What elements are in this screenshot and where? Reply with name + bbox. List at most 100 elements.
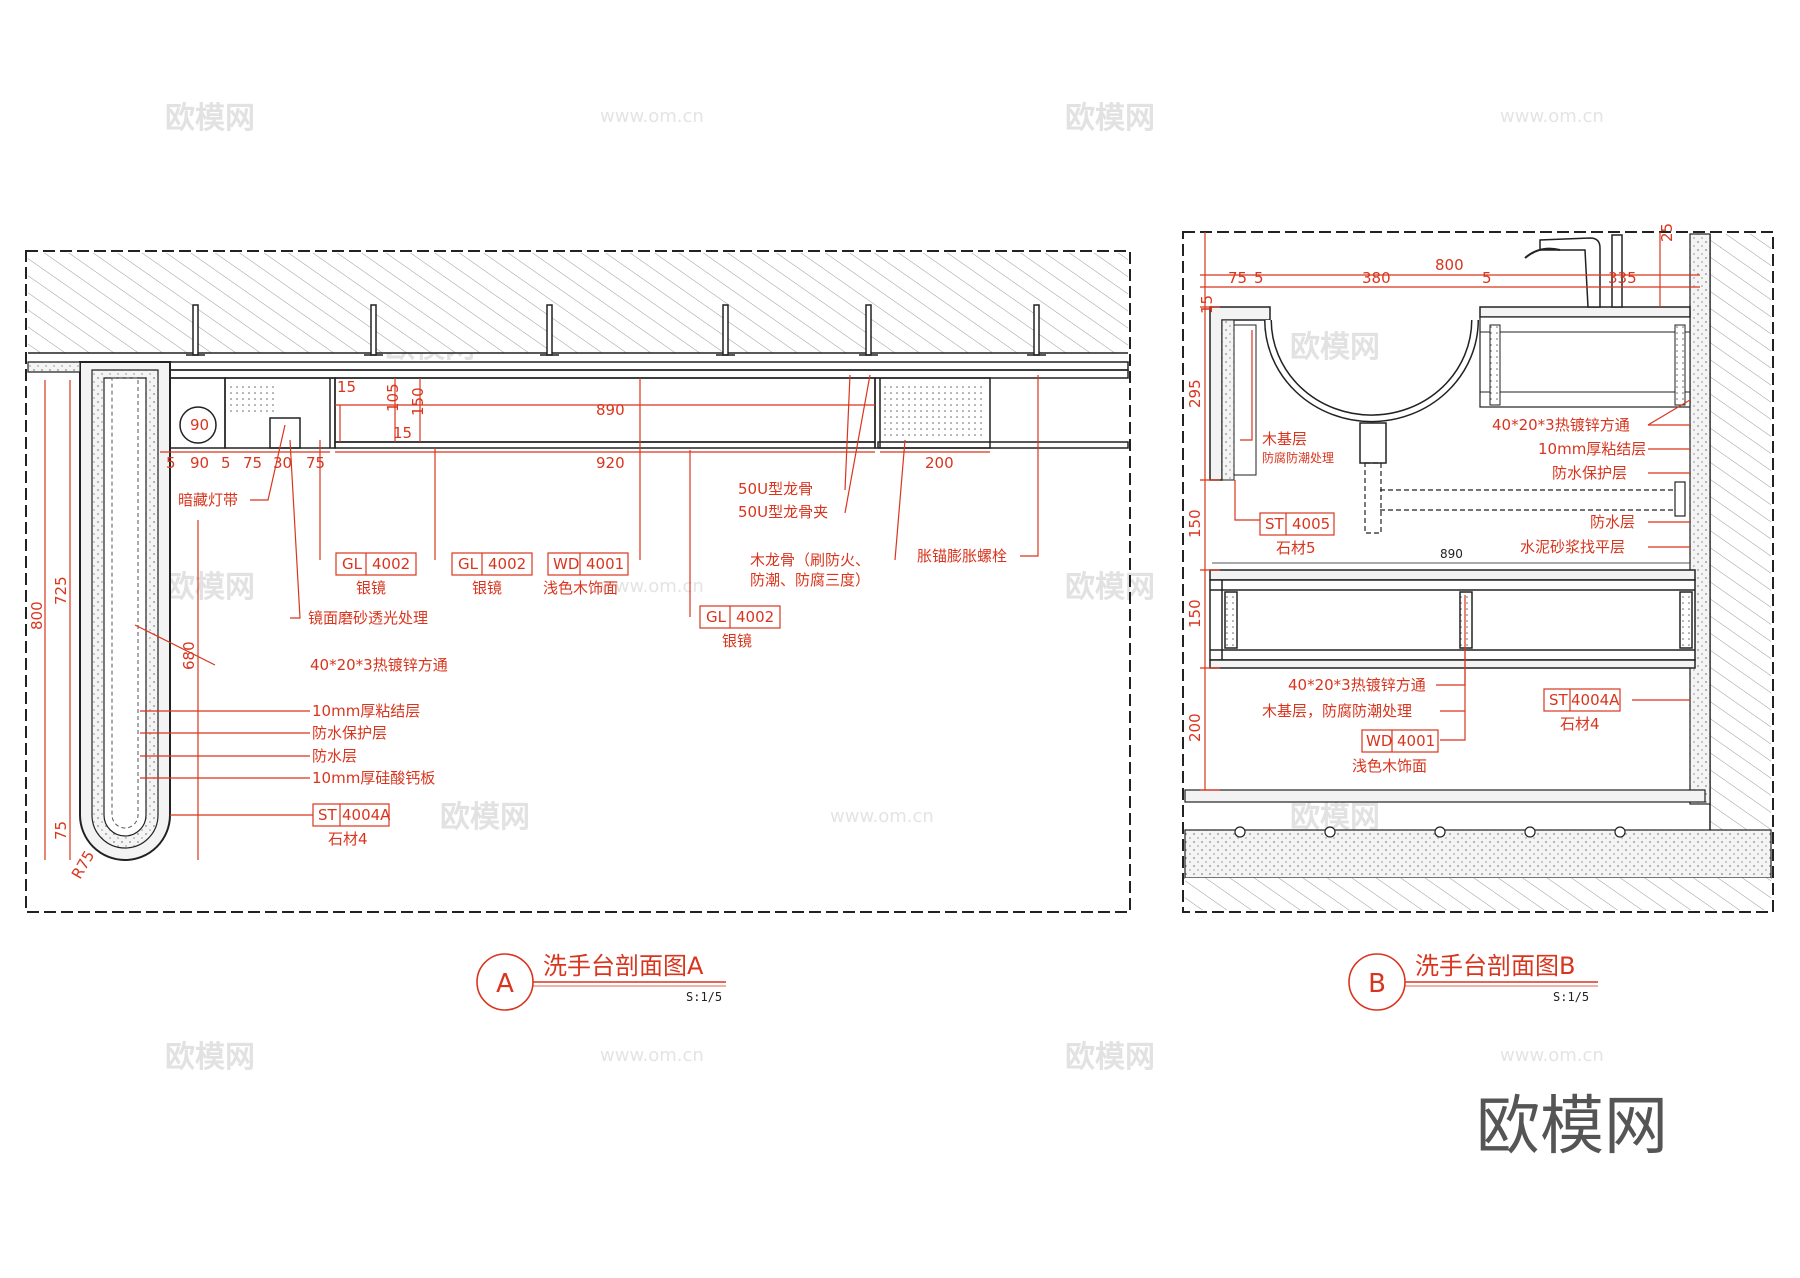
section-a-frame — [25, 250, 1131, 913]
label-waterproof-protect: 防水保护层 — [1552, 464, 1627, 482]
dim-label: 90 — [190, 416, 209, 434]
label-wood-base-treatment: 防腐防潮处理 — [1262, 450, 1334, 465]
watermark-url: www.om.cn — [600, 106, 704, 127]
label-bond-layer: 10mm厚粘结层 — [1538, 440, 1646, 458]
tag-number: 4004A — [342, 806, 391, 824]
material-tag: GL 4002 银镜 — [335, 552, 417, 597]
stone-counter-u — [27, 361, 171, 861]
tag-code: ST — [1549, 691, 1569, 709]
dim-label: 920 — [596, 454, 625, 472]
tag-number: 4001 — [586, 555, 624, 573]
tag-code: ST — [318, 806, 338, 824]
dim-label: 725 — [52, 576, 70, 605]
material-tag: GL 4002 银镜 — [699, 605, 781, 650]
watermark-brand: 欧模网 — [1290, 800, 1380, 835]
dim-label: 75 — [52, 821, 70, 840]
dim-label: 335 — [1608, 269, 1637, 287]
tag-name: 石材5 — [1276, 539, 1316, 557]
dim-text-b: 800 75 5 380 5 335 25 15 295 150 150 200… — [1186, 223, 1676, 742]
dim-label: 800 — [1435, 256, 1464, 274]
brand-logo: 欧模网 — [1476, 1090, 1668, 1164]
label-u-keel-clip: 50U型龙骨夹 — [738, 503, 828, 521]
watermark-brand: 欧模网 — [165, 101, 255, 136]
leader-lines-b — [1234, 330, 1691, 741]
material-tags-b: ST 4005 石材5 WD 4001 浅色木饰面 ST 4004A 石材4 — [1259, 512, 1621, 775]
dim-label: 15 — [393, 424, 412, 442]
section-a-scale: S:1/5 — [686, 990, 722, 1004]
material-tag: ST 4005 石材5 — [1259, 512, 1335, 557]
right-wall — [1710, 234, 1771, 910]
tag-code: GL — [458, 555, 479, 573]
dim-label: 800 — [28, 601, 46, 630]
label-steel-tube: 40*20*3热镀锌方通 — [1492, 416, 1630, 434]
tag-name: 银镜 — [356, 579, 386, 597]
label-wood-base-treatment: 木基层，防腐防潮处理 — [1262, 702, 1412, 720]
label-u-keel: 50U型龙骨 — [738, 480, 813, 498]
material-tag: ST 4004A 石材4 — [312, 803, 391, 848]
label-steel-tube: 40*20*3热镀锌方通 — [1288, 676, 1426, 694]
dimension-lines-a — [44, 378, 990, 860]
label-calcium-board: 10mm厚硅酸钙板 — [312, 769, 435, 787]
labels-a: 暗藏灯带 镜面磨砂透光处理 40*20*3热镀锌方通 10mm厚粘结层 防水保护… — [178, 480, 1007, 787]
dim-label: 890 — [1440, 547, 1463, 561]
watermark-url: www.om.cn — [1500, 1045, 1604, 1066]
material-tag: WD 4001 浅色木饰面 — [1352, 729, 1439, 775]
wall-finish-layers — [1689, 233, 1711, 805]
watermark-url: www.om.cn — [600, 576, 704, 597]
tag-name: 浅色木饰面 — [543, 579, 618, 597]
label-wood-keel: 木龙骨（刷防火、 — [750, 551, 870, 569]
dim-label: 150 — [1186, 509, 1204, 538]
dim-label: 200 — [925, 454, 954, 472]
floor-screed — [1184, 829, 1772, 879]
dim-label: 15 — [1198, 295, 1216, 314]
cabinet-shelf — [1209, 569, 1696, 669]
watermark-brand: 欧模网 — [1065, 570, 1155, 605]
dim-label: 890 — [596, 401, 625, 419]
watermark-url: www.om.cn — [600, 1045, 704, 1066]
section-b: 800 75 5 380 5 335 25 15 295 150 150 200… — [1182, 223, 1774, 1011]
watermark-url: www.om.cn — [830, 806, 934, 827]
tag-name: 银镜 — [722, 632, 752, 650]
watermark-brand: 欧模网 — [1065, 101, 1155, 136]
cabinet-frame — [169, 361, 1129, 449]
tag-name: 石材4 — [328, 830, 368, 848]
anchor-bolts — [186, 304, 1046, 356]
dim-label: 680 — [180, 641, 198, 670]
material-tags-a: GL 4002 银镜 GL 4002 银镜 WD 4001 浅色木饰面 — [170, 552, 781, 848]
tag-number: 4002 — [488, 555, 526, 573]
concrete-wall — [28, 253, 1128, 353]
dim-label: 295 — [1186, 379, 1204, 408]
tag-code: WD — [1366, 732, 1392, 750]
tag-number: 4004A — [1571, 691, 1620, 709]
watermark-url: www.om.cn — [1500, 106, 1604, 127]
tag-code: WD — [553, 555, 579, 573]
labels-b: 木基层 防腐防潮处理 40*20*3热镀锌方通 10mm厚粘结层 防水保护层 防… — [1262, 416, 1646, 720]
section-marker-letter: A — [496, 969, 514, 999]
section-b-title: 洗手台剖面图B — [1415, 952, 1575, 980]
watermark-brand: 欧模网 — [165, 1040, 255, 1075]
tag-number: 4001 — [1397, 732, 1435, 750]
dim-label: 15 — [337, 378, 356, 396]
watermark-brand: 欧模网 — [165, 570, 255, 605]
label-expansion-bolt: 胀锚膨胀螺栓 — [917, 547, 1007, 565]
wood-keel-block — [228, 382, 278, 412]
tag-code: ST — [1265, 515, 1285, 533]
dim-label: 105 — [384, 383, 402, 412]
dim-label: 150 — [1186, 599, 1204, 628]
dim-text-a: 5 90 5 75 30 75 890 920 200 90 105 150 1… — [28, 378, 954, 882]
label-waterproof: 防水层 — [1590, 513, 1635, 531]
label-waterproof: 防水层 — [312, 747, 357, 765]
section-marker-letter: B — [1368, 969, 1386, 999]
section-b-scale: S:1/5 — [1553, 990, 1589, 1004]
dim-label: 5 — [1254, 269, 1264, 287]
dim-label: 5 — [166, 454, 176, 472]
tag-name: 石材4 — [1560, 715, 1600, 733]
watermark-brand: 欧模网 — [1065, 1040, 1155, 1075]
dim-label: 90 — [190, 454, 209, 472]
label-led-strip: 暗藏灯带 — [178, 491, 238, 509]
tag-code: GL — [706, 608, 727, 626]
countertop-basin — [1209, 234, 1691, 534]
dim-label: 5 — [221, 454, 231, 472]
